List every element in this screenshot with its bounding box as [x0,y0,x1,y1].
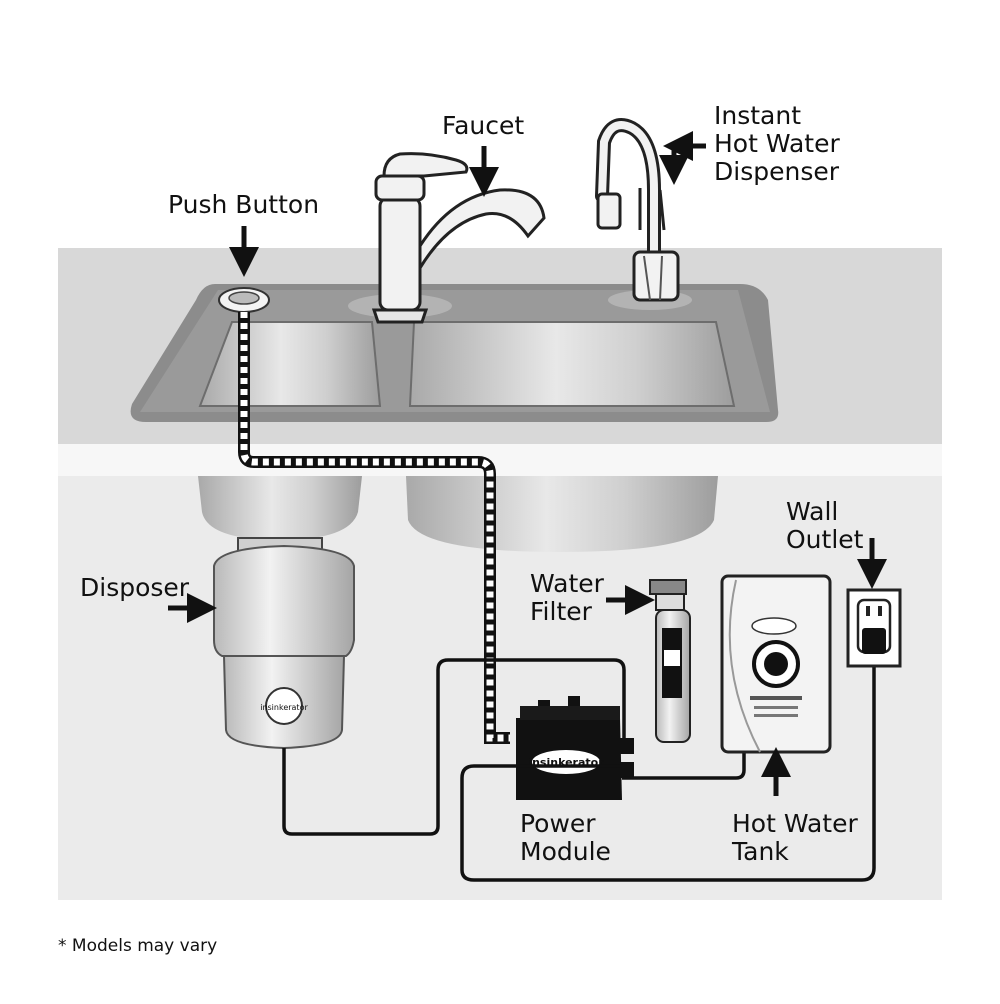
label-line: Power [520,809,596,838]
water-filter-icon [649,579,691,743]
disposer-icon: insinkerator [213,537,355,750]
label-faucet: Faucet [442,111,525,140]
push-button-icon [218,287,270,313]
left-bowl-underside [198,476,362,540]
label-arrows [168,131,887,796]
right-basin [408,321,736,407]
label-line: Filter [530,597,592,626]
power-module-icon: insinkerator [516,696,634,800]
label-disposer: Disposer [80,573,190,602]
label-push-button: Push Button [168,190,320,219]
label-line: Water [530,569,604,598]
label-power-module: Power Module [520,810,611,866]
label-line: Wall [786,497,839,526]
wall-outlet-icon [846,588,902,668]
label-line: Instant [714,101,802,130]
label-line: Dispenser [714,157,839,186]
label-hot-water-tank: Hot Water Tank [732,810,858,866]
label-line: Outlet [786,525,864,554]
label-line: Module [520,837,611,866]
faucet-icon [371,152,546,324]
label-hot-water-dispenser: Instant Hot Water Dispenser [714,102,840,186]
label-line: Tank [732,837,789,866]
left-basin [198,321,382,407]
label-line: Hot Water [732,809,858,838]
power-cables [282,646,876,882]
label-wall-outlet: Wall Outlet [786,498,863,554]
air-line [238,312,510,744]
svg-text:insinkerator: insinkerator [260,703,308,712]
right-bowl-underside [406,476,718,552]
footnote: * Models may vary [58,936,218,956]
hot-water-tank-icon [720,574,832,754]
label-line: Hot Water [714,129,840,158]
label-water-filter: Water Filter [530,570,604,626]
hot-water-dispenser-icon [595,118,680,302]
